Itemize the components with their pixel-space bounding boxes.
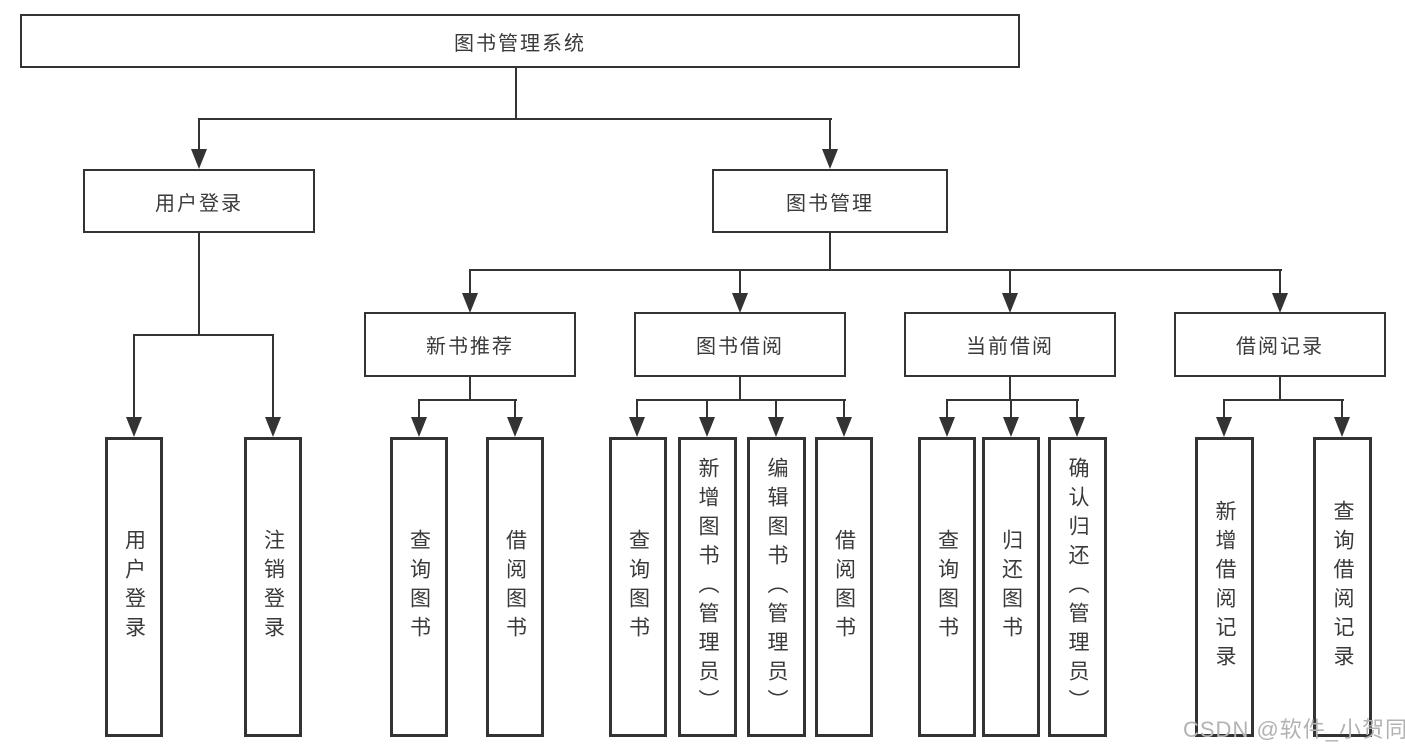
node-borrow-record: 借阅记录 — [1174, 312, 1386, 377]
node-book-management: 图书管理 — [712, 169, 948, 233]
connector-line — [198, 118, 200, 152]
arrowhead-icon — [699, 417, 715, 437]
leaf-confirm-return-admin: 确认归还（管理员） — [1048, 437, 1107, 737]
node-label: 图书借阅 — [696, 336, 784, 358]
node-label: 当前借阅 — [966, 336, 1054, 358]
node-label: 用户登录 — [155, 192, 243, 215]
connector-line — [1341, 399, 1343, 419]
node-label: 注销登录 — [261, 529, 285, 645]
connector-line — [133, 334, 135, 419]
connector-line — [469, 269, 1282, 271]
node-label: 借阅记录 — [1236, 336, 1324, 358]
arrowhead-icon — [836, 417, 852, 437]
leaf-query-books-current: 查询图书 — [918, 437, 976, 737]
node-book-borrow: 图书借阅 — [634, 312, 846, 377]
connector-line — [1009, 269, 1011, 295]
connector-line — [1223, 399, 1225, 419]
arrowhead-icon — [1069, 417, 1085, 437]
node-label: 编辑图书（管理员） — [765, 456, 788, 718]
node-label: 查询借阅记录 — [1331, 500, 1354, 674]
arrowhead-icon — [265, 417, 281, 437]
arrowhead-icon — [629, 417, 645, 437]
connector-line — [469, 269, 471, 295]
node-label: 新增借阅记录 — [1213, 500, 1236, 674]
connector-line — [739, 377, 741, 401]
node-current-borrow: 当前借阅 — [904, 312, 1116, 377]
connector-line — [1009, 377, 1011, 401]
connector-line — [469, 377, 471, 401]
leaf-borrow-books-recommend: 借阅图书 — [486, 437, 544, 737]
node-label: 确认归还（管理员） — [1066, 456, 1089, 718]
node-label: 查询图书 — [626, 529, 650, 645]
connector-line — [198, 233, 200, 336]
node-label: 借阅图书 — [832, 529, 856, 645]
connector-line — [739, 269, 741, 295]
arrowhead-icon — [411, 417, 427, 437]
connector-line — [636, 399, 638, 419]
leaf-edit-books-admin: 编辑图书（管理员） — [747, 437, 806, 737]
leaf-user-login: 用户登录 — [105, 437, 163, 737]
arrowhead-icon — [822, 149, 838, 169]
watermark-text: CSDN @软件_小贺同学 — [1183, 717, 1405, 742]
leaf-add-borrow-record: 新增借阅记录 — [1195, 437, 1254, 737]
connector-line — [515, 68, 517, 120]
connector-line — [843, 399, 845, 419]
connector-line — [706, 399, 708, 419]
arrowhead-icon — [1003, 417, 1019, 437]
connector-line — [1010, 399, 1012, 419]
connector-line — [946, 399, 948, 419]
node-user-login: 用户登录 — [83, 169, 315, 233]
leaf-return-books: 归还图书 — [982, 437, 1040, 737]
arrowhead-icon — [462, 293, 478, 313]
node-label: 图书管理系统 — [454, 32, 586, 55]
node-library-system: 图书管理系统 — [20, 14, 1020, 68]
arrowhead-icon — [191, 149, 207, 169]
connector-line — [198, 118, 832, 120]
node-label: 新增图书（管理员） — [696, 456, 719, 718]
arrowhead-icon — [1216, 417, 1232, 437]
connector-line — [1076, 399, 1078, 419]
connector-line — [514, 399, 516, 419]
leaf-add-books-admin: 新增图书（管理员） — [678, 437, 737, 737]
arrowhead-icon — [939, 417, 955, 437]
arrowhead-icon — [768, 417, 784, 437]
connector-line — [418, 399, 517, 401]
connector-line — [1279, 377, 1281, 401]
connector-line — [1223, 399, 1344, 401]
arrowhead-icon — [1334, 417, 1350, 437]
node-label: 用户登录 — [122, 529, 146, 645]
arrowhead-icon — [732, 293, 748, 313]
connector-line — [1279, 269, 1281, 295]
arrowhead-icon — [507, 417, 523, 437]
node-label: 图书管理 — [786, 192, 874, 215]
node-label: 借阅图书 — [503, 529, 527, 645]
node-new-book-recommend: 新书推荐 — [364, 312, 576, 377]
arrowhead-icon — [1002, 293, 1018, 313]
connector-line — [946, 399, 1079, 401]
arrowhead-icon — [1272, 293, 1288, 313]
connector-line — [418, 399, 420, 419]
node-label: 查询图书 — [407, 529, 431, 645]
leaf-query-borrow-record: 查询借阅记录 — [1313, 437, 1372, 737]
node-label: 新书推荐 — [426, 336, 514, 358]
leaf-query-books-recommend: 查询图书 — [390, 437, 448, 737]
leaf-borrow-books: 借阅图书 — [815, 437, 873, 737]
connector-line — [636, 399, 846, 401]
connector-line — [775, 399, 777, 419]
arrowhead-icon — [126, 417, 142, 437]
leaf-query-books-borrow: 查询图书 — [609, 437, 667, 737]
node-label: 查询图书 — [935, 529, 959, 645]
connector-line — [829, 233, 831, 271]
node-label: 归还图书 — [999, 529, 1023, 645]
connector-line — [829, 118, 831, 152]
connector-line — [133, 334, 274, 336]
leaf-logout: 注销登录 — [244, 437, 302, 737]
connector-line — [272, 334, 274, 419]
